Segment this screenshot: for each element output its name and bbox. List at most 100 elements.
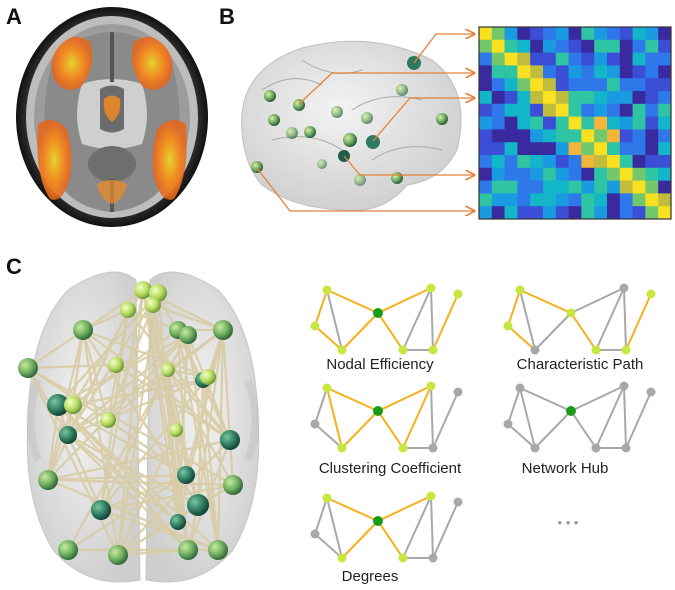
network-node [145,297,161,313]
network-node [169,423,183,437]
matrix-cell [632,206,646,220]
graph-node [322,285,332,295]
matrix-cell [504,193,518,207]
matrix-cell [607,78,621,92]
graph-node [310,419,320,429]
lateral-brain-nodes [241,40,462,212]
graph-node [428,345,438,355]
matrix-cell [543,142,557,156]
matrix-cell [645,78,659,92]
matrix-cell [555,27,569,41]
network-node [200,369,216,385]
matrix-cell [517,180,531,194]
network-node [108,357,124,373]
matrix-cell [555,52,569,66]
matrix-cell [491,129,505,143]
matrix-cell [517,155,531,169]
matrix-cell [555,65,569,79]
matrix-cell [594,27,608,41]
matrix-cell [555,180,569,194]
graph-node [398,345,408,355]
matrix-cell [479,27,493,41]
matrix-cell [581,39,595,53]
network-node [220,430,240,450]
matrix-cell [607,206,621,220]
network-edge [82,329,231,441]
matrix-cell [517,78,531,92]
matrix-cell [543,65,557,79]
matrix-cell [594,206,608,220]
matrix-cell [594,142,608,156]
matrix-cell [479,167,493,181]
matrix-cell [632,52,646,66]
graph-edge [326,387,343,449]
network-node [64,396,82,414]
graph-edge [570,312,597,351]
matrix-cell [517,27,531,41]
matrix-cell [594,52,608,66]
matrix-cell [517,129,531,143]
graph-node [619,381,629,391]
matrix-cell [607,52,621,66]
matrix-cell [517,116,531,130]
graph-node [453,497,463,507]
matrix-cell [632,27,646,41]
graph-edge [534,312,572,351]
matrix-cell [632,129,646,143]
matrix-cell [619,52,633,66]
graph-edge [377,385,432,412]
graph-node [310,529,320,539]
matrix-cell [645,180,659,194]
graph-node [337,345,347,355]
graph-node [591,443,601,453]
matrix-cell [517,52,531,66]
matrix-cell [568,193,582,207]
matrix-cell [517,65,531,79]
graph-edge [430,495,434,559]
graph-degrees [310,491,463,563]
matrix-cell [479,180,493,194]
matrix-cell [645,193,659,207]
graph-node [310,321,320,331]
matrix-cell [658,103,672,117]
matrix-cell [581,193,595,207]
network-node [73,320,93,340]
graph-edge [570,287,625,314]
matrix-cell [607,142,621,156]
matrix-cell [581,129,595,143]
matrix-cell [581,142,595,156]
network-node [120,302,136,318]
graph-node [337,553,347,563]
network-node [59,426,77,444]
graph-node [621,345,631,355]
matrix-cell [530,91,544,105]
network-node [213,320,233,340]
network-edge [47,478,234,487]
matrix-cell [645,103,659,117]
matrix-cell [607,27,621,41]
graph-edge [341,312,379,351]
label-clustering-coefficient: Clustering Coefficient [318,460,462,477]
matrix-cell [658,27,672,41]
matrix-cell [543,180,557,194]
matrix-cell [530,206,544,220]
matrix-cell [568,39,582,53]
matrix-cell [581,116,595,130]
matrix-cell [504,206,518,220]
network-node [134,281,152,299]
graph-node [503,321,513,331]
network-edge [186,334,232,441]
graph-node [530,443,540,453]
matrix-cell [607,193,621,207]
graph-edge [432,293,459,351]
matrix-cell [568,167,582,181]
graph-edge [625,391,652,449]
network-node [177,466,195,484]
matrix-cell [619,155,633,169]
graph-clustering-coefficient [310,381,463,453]
matrix-cell [543,193,557,207]
matrix-cell [543,167,557,181]
network-node [208,540,228,560]
graph-edge [570,385,625,412]
matrix-cell [568,116,582,130]
